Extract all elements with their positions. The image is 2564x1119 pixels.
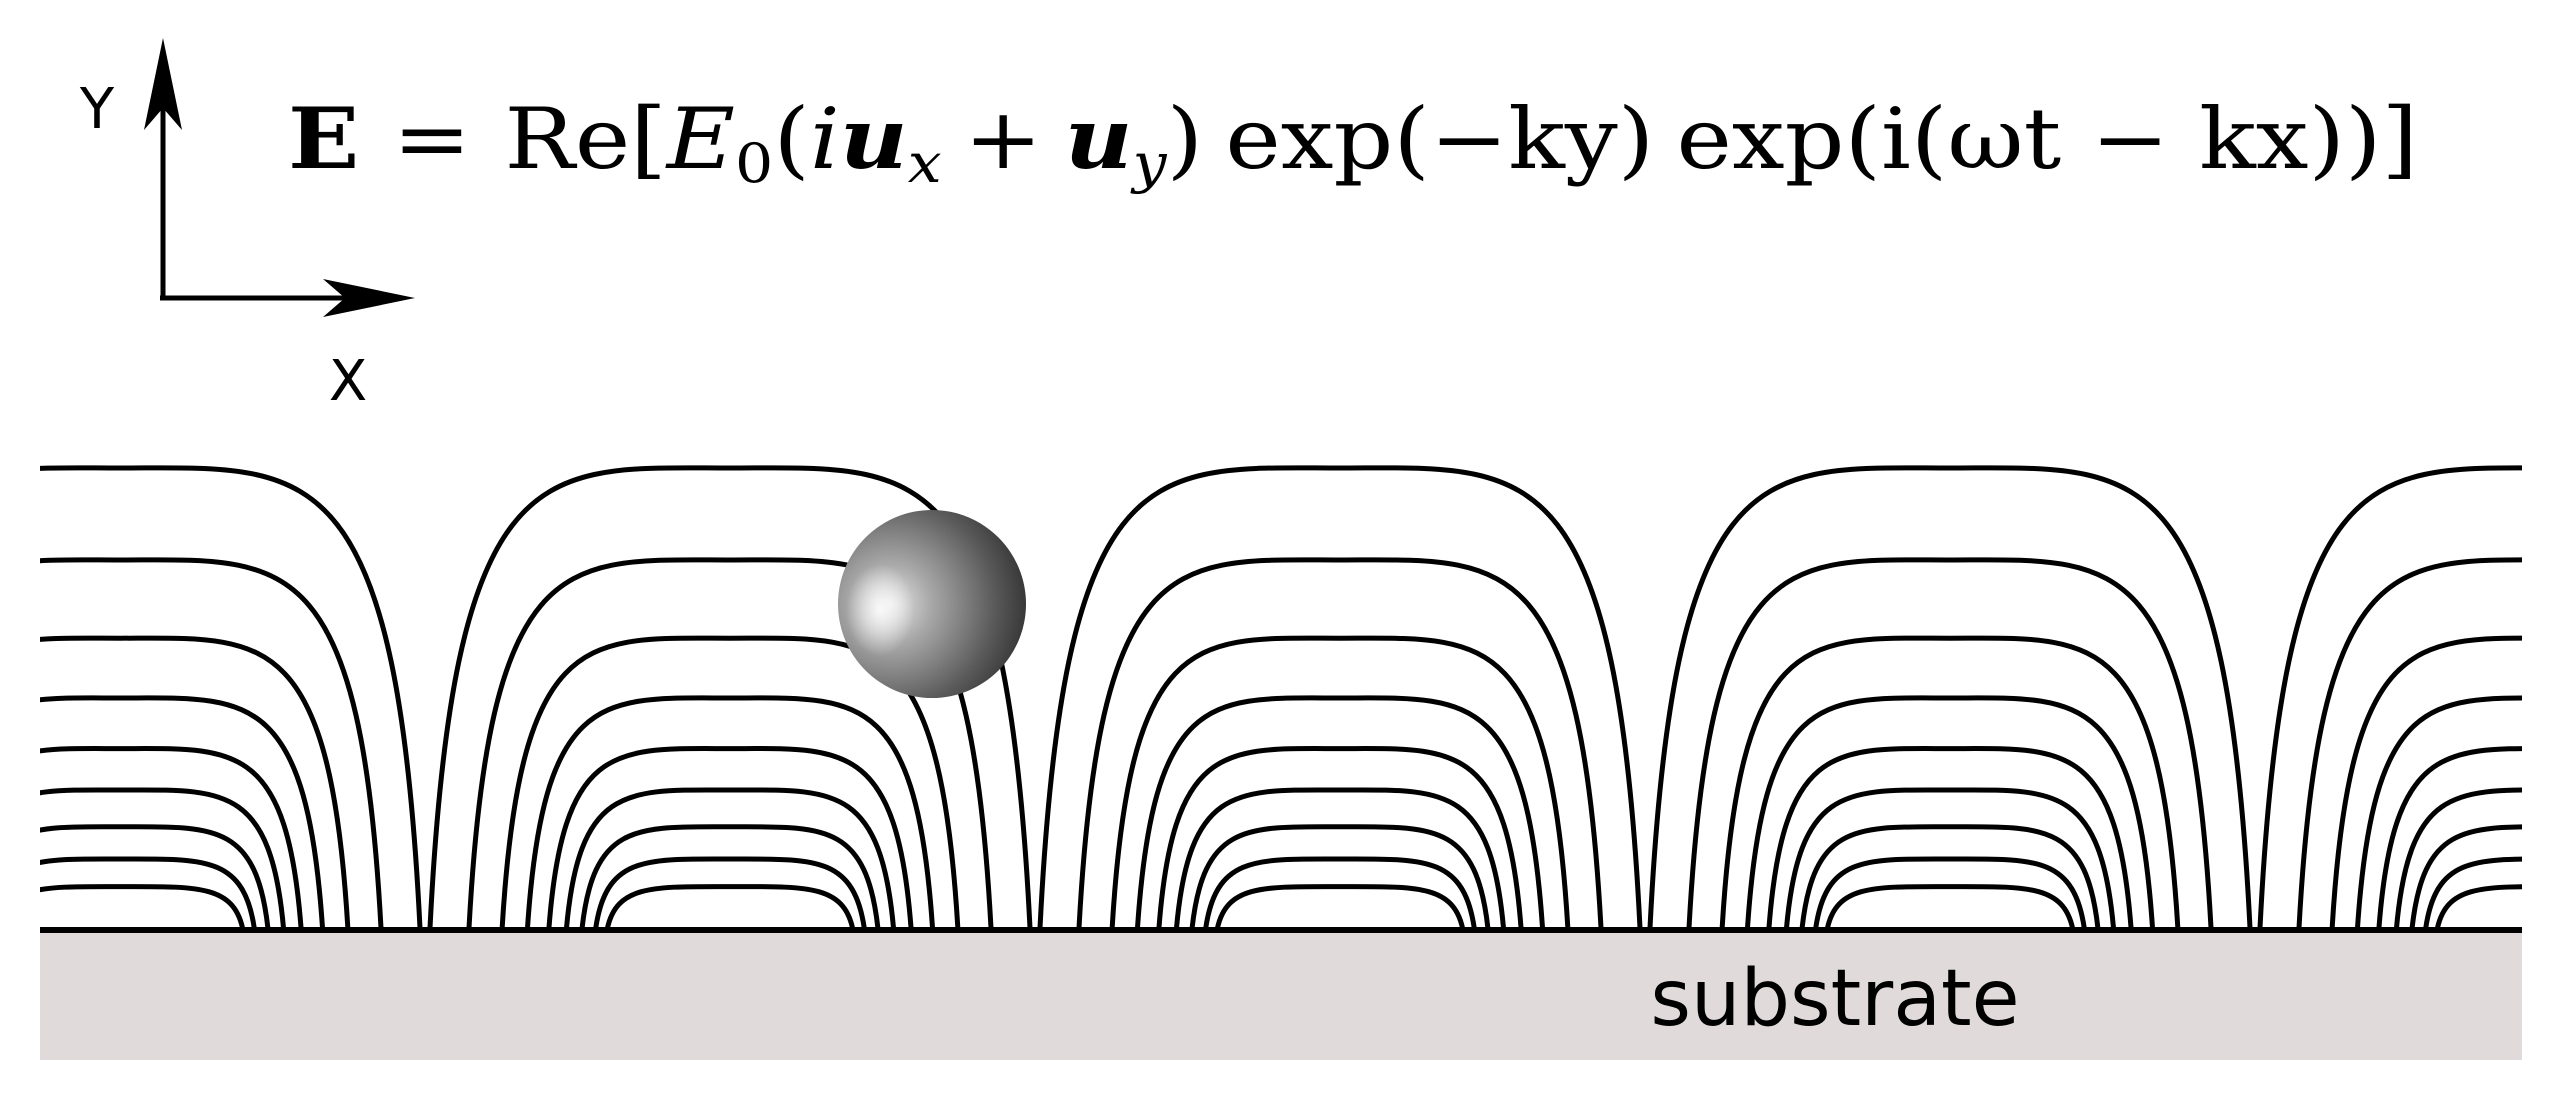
field-line (40, 465, 423, 929)
field-line (1215, 884, 1465, 929)
field-line (40, 635, 351, 929)
particle-sphere (838, 510, 1026, 698)
field-line (2394, 787, 2522, 929)
field-line (1076, 557, 1604, 929)
eq-paren-open: ( (773, 90, 810, 188)
field-line (1109, 635, 1571, 929)
eq-e0-sub: 0 (735, 132, 773, 195)
field-line (40, 746, 304, 929)
eq-plus: + (964, 90, 1042, 188)
field-line (2376, 746, 2522, 929)
field-line (1135, 695, 1545, 929)
particle-highlight (846, 564, 914, 656)
field-line (499, 635, 961, 929)
substrate-block (40, 930, 2522, 1060)
field-line (1784, 787, 2116, 929)
field-line (2435, 884, 2522, 929)
field-line (40, 557, 384, 929)
field-line (2355, 695, 2522, 929)
eq-e0: E (665, 90, 736, 188)
y-axis-label: Y (79, 77, 115, 142)
field-line (2423, 856, 2522, 929)
eq-lhs: E (288, 89, 359, 188)
field-line (1156, 746, 1524, 929)
field-line (1719, 635, 2181, 929)
x-axis-arrowhead (323, 279, 415, 317)
field-line (593, 856, 867, 929)
eq-uy-sub: y (1130, 132, 1168, 195)
eq-open-bracket: [ (630, 90, 667, 188)
eq-exp1: exp(−ky) (1225, 90, 1654, 188)
field-line (1766, 746, 2134, 929)
eq-exp2: exp(i(ωt − kx)) (1677, 90, 2382, 188)
eq-re: Re (504, 90, 630, 188)
eq-ux-sub: x (908, 132, 942, 195)
eq-ux: u (840, 89, 908, 188)
field-line (2329, 635, 2522, 929)
field-lines (40, 465, 2522, 929)
field-line (1686, 557, 2214, 929)
field-line (1799, 824, 2101, 929)
field-line (1174, 787, 1506, 929)
substrate-label: substrate (1650, 954, 2019, 1044)
field-line (1813, 856, 2087, 929)
field-line (546, 746, 914, 929)
field-line (1189, 824, 1491, 929)
eq-close-bracket: ] (2381, 90, 2418, 188)
y-axis-arrowhead (144, 38, 182, 130)
eq-equals: = (393, 90, 471, 188)
field-line (1647, 465, 2253, 929)
field-line (2409, 824, 2522, 929)
field-line (40, 856, 257, 929)
field-line (40, 787, 286, 929)
eq-i: i (810, 90, 840, 188)
field-line (525, 695, 935, 929)
field-line (1203, 856, 1477, 929)
field-line (40, 884, 245, 929)
field-line (564, 787, 896, 929)
field-line (605, 884, 855, 929)
field-line (40, 695, 325, 929)
field-line (579, 824, 881, 929)
field-line (2296, 557, 2522, 929)
eq-paren-close: ) (1167, 90, 1204, 188)
x-axis-label: X (329, 349, 367, 414)
coordinate-axes (160, 75, 375, 301)
field-line (40, 824, 271, 929)
field-line (1037, 465, 1643, 929)
eq-uy: u (1065, 89, 1133, 188)
field-line (1825, 884, 2075, 929)
field-line (2257, 465, 2522, 929)
field-line (1745, 695, 2155, 929)
